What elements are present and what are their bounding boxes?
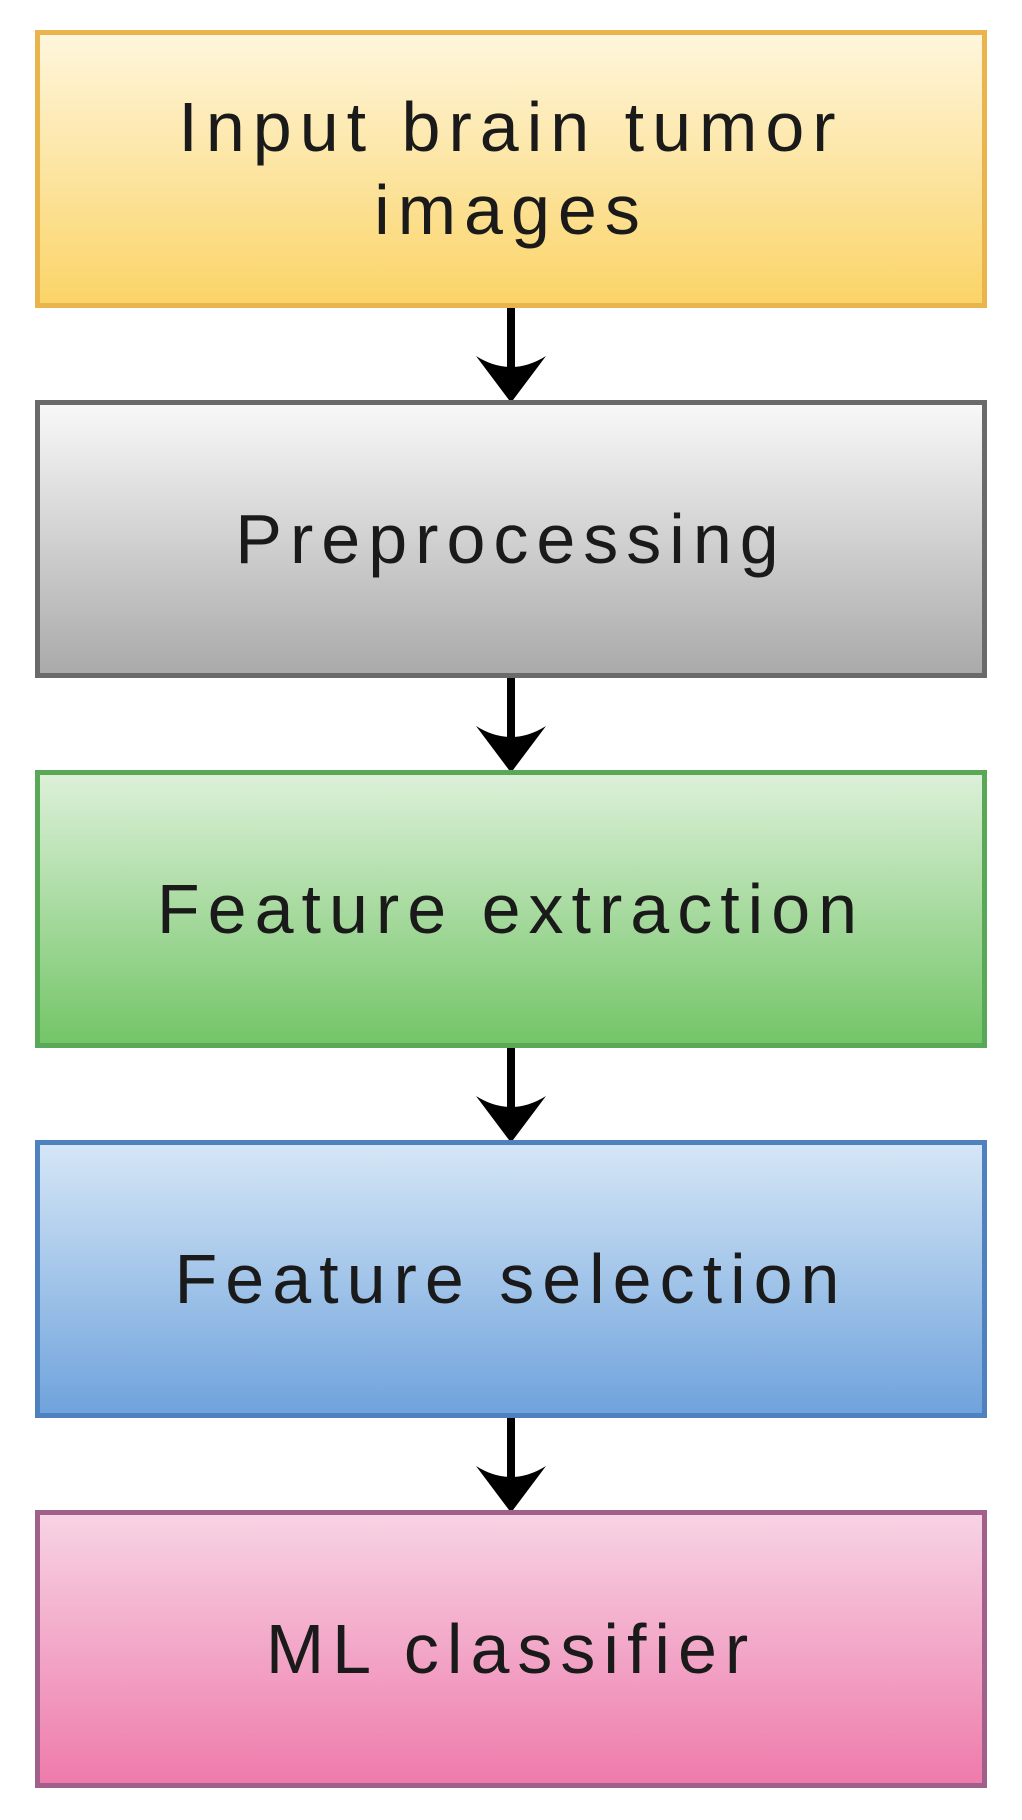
flow-node-label: Feature extraction [156,869,866,948]
flow-node-feature-selection: Feature selection [35,1140,987,1418]
down-arrow-icon [476,1048,546,1140]
flow-node-label: Feature selection [174,1239,848,1318]
flow-node-label: Input brain tumor images [178,88,844,249]
flow-node-feature-extraction: Feature extraction [35,770,987,1048]
flow-node-preprocessing: Preprocessing [35,400,987,678]
flow-node-ml-classifier: ML classifier [35,1510,987,1788]
down-arrow-icon [476,1418,546,1510]
flow-node-label: ML classifier [265,1609,757,1688]
down-arrow-icon [476,678,546,770]
flow-node-input-images: Input brain tumor images [35,30,987,308]
flow-node-label: Preprocessing [235,499,787,578]
down-arrow-icon [476,308,546,400]
